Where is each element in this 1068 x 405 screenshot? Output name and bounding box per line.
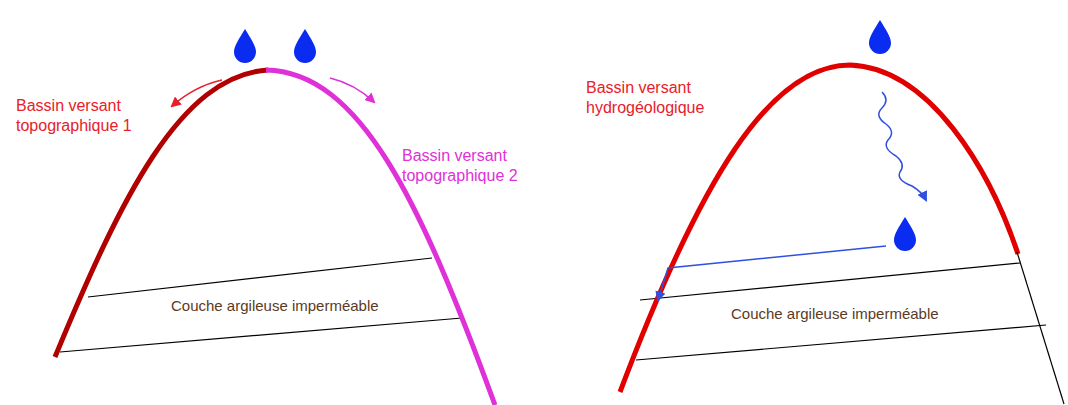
clay-layer: Couche argileuse imperméable bbox=[727, 303, 943, 325]
clay-layer: Couche argileuse imperméable bbox=[167, 295, 383, 317]
water-drop bbox=[869, 20, 891, 54]
clay-top-line bbox=[640, 263, 1020, 300]
clay-bottom-line bbox=[636, 325, 1046, 360]
basin-label: Bassin versant hydrogéologique bbox=[586, 78, 716, 118]
left-hill bbox=[55, 29, 495, 405]
basin-label: Bassin versant topographique 2 bbox=[402, 146, 552, 186]
hill-surface-lower bbox=[1017, 252, 1064, 404]
groundwater-flow bbox=[658, 246, 886, 300]
water-drop bbox=[894, 217, 916, 251]
clay-top-line bbox=[88, 258, 432, 297]
runoff-arrow bbox=[330, 78, 374, 102]
water-drop bbox=[294, 29, 316, 63]
runoff-arrow bbox=[172, 80, 222, 106]
slope-2 bbox=[266, 70, 495, 405]
clay-bottom-line bbox=[60, 318, 462, 352]
basin-label: Bassin versant topographique 1 bbox=[16, 96, 156, 136]
layer-label: Couche argileuse imperméable bbox=[731, 305, 939, 323]
right-hill bbox=[620, 20, 1064, 404]
layer-label: Couche argileuse imperméable bbox=[171, 297, 379, 315]
infiltration-arrow bbox=[879, 92, 926, 200]
water-drop bbox=[234, 29, 256, 63]
